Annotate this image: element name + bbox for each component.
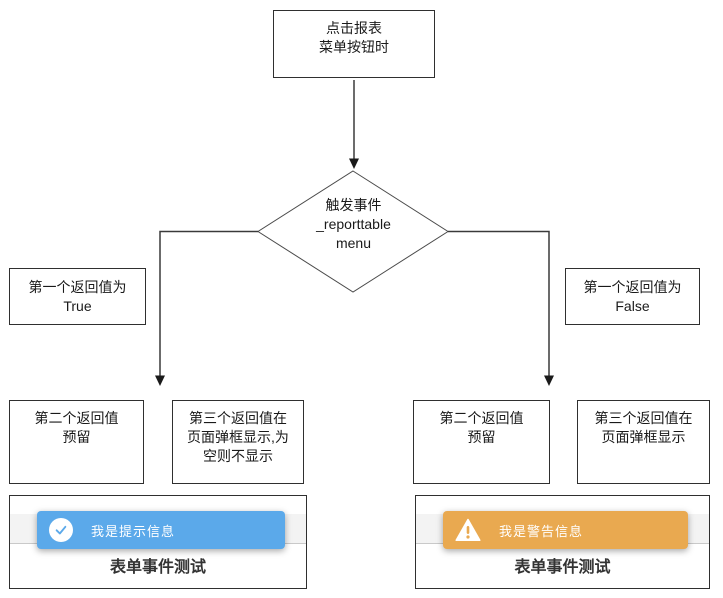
arrowhead-down-icon xyxy=(349,158,359,169)
connector-false-branch xyxy=(448,230,550,377)
connector-true-branch xyxy=(159,230,258,377)
decision-diamond-shape xyxy=(257,170,449,293)
start-node: 点击报表 菜单按钮时 xyxy=(273,10,435,78)
info-toast: 我是提示信息 xyxy=(37,511,285,549)
warning-triangle-icon xyxy=(455,518,481,542)
warning-screenshot-panel: 我是警告信息 表单事件测试 xyxy=(415,495,710,589)
info-screenshot-panel: 我是提示信息 表单事件测试 xyxy=(9,495,307,589)
warning-toast: 我是警告信息 xyxy=(443,511,688,549)
true-third-return-node: 第三个返回值在 页面弹框显示,为 空则不显示 xyxy=(172,400,304,484)
decision-node-label: 触发事件 _reporttable menu xyxy=(316,197,391,251)
false-third-return-node: 第三个返回值在 页面弹框显示 xyxy=(577,400,710,484)
false-second-return-node: 第二个返回值 预留 xyxy=(413,400,550,484)
true-second-return-node: 第二个返回值 预留 xyxy=(9,400,144,484)
form-test-caption: 表单事件测试 xyxy=(514,559,611,576)
condition-false-label: 第一个返回值为 False xyxy=(565,268,700,325)
check-circle-icon xyxy=(49,518,73,542)
arrowhead-down-icon xyxy=(155,375,165,386)
arrowhead-down-icon xyxy=(544,375,554,386)
form-test-caption: 表单事件测试 xyxy=(109,559,206,576)
condition-true-label: 第一个返回值为 True xyxy=(9,268,146,325)
toast-message: 我是提示信息 xyxy=(91,523,176,539)
toast-message: 我是警告信息 xyxy=(499,523,584,539)
